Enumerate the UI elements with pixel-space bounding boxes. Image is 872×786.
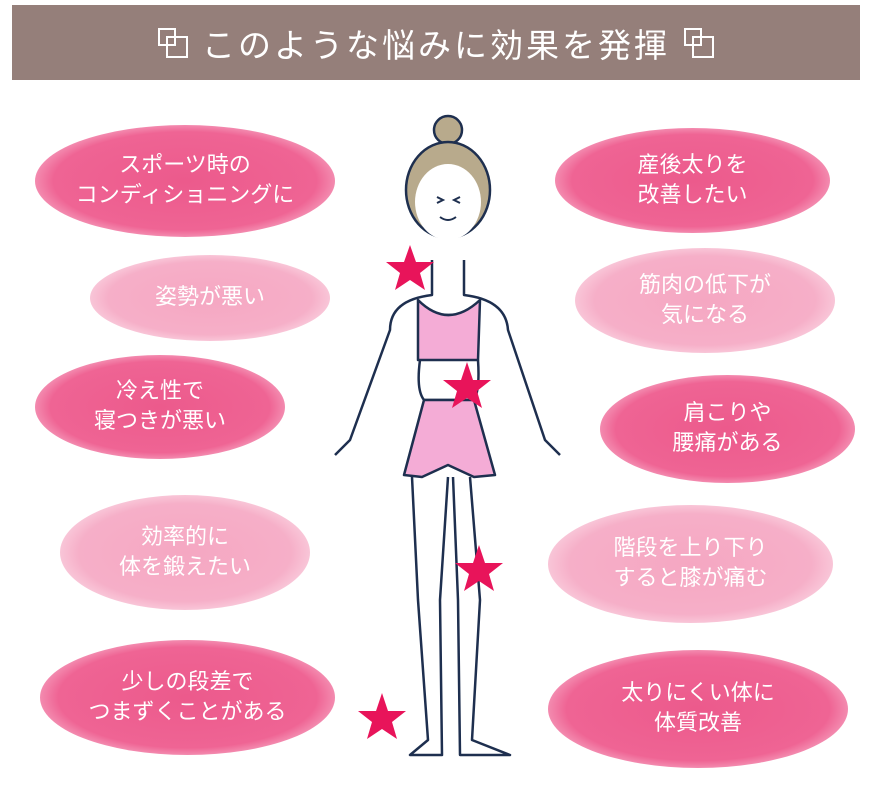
oval-text: 肩こりや xyxy=(683,401,772,427)
oval-text: 階段を上り下り xyxy=(613,536,768,562)
concern-oval: 少しの段差でつまずくことがある xyxy=(40,640,335,755)
oval-text: 産後太りを xyxy=(637,152,748,178)
concern-oval: 階段を上り下りすると膝が痛む xyxy=(548,505,833,623)
oval-text: 体質改善 xyxy=(653,711,742,736)
page-title: このような悩みに効果を発揮 xyxy=(202,25,670,65)
concern-oval: 姿勢が悪い xyxy=(90,255,330,341)
concern-oval: スポーツ時のコンディショニングに xyxy=(35,125,335,237)
oval-text: つまずくことがある xyxy=(88,699,287,725)
oval-text: 少しの段差で xyxy=(121,669,254,695)
title-banner: このような悩みに効果を発揮 xyxy=(12,5,860,80)
oval-text: 筋肉の低下が xyxy=(638,272,771,298)
concern-oval: 効率的に体を鍛えたい xyxy=(60,495,310,610)
oval-text: コンディショニングに xyxy=(75,183,295,208)
oval-text: すると膝が痛む xyxy=(613,566,768,591)
oval-text: スポーツ時の xyxy=(119,153,251,179)
square-deco-icon xyxy=(158,27,188,58)
woman-figure-illustration xyxy=(334,114,561,757)
oval-text: 冷え性で xyxy=(115,379,204,405)
concern-oval: 肩こりや腰痛がある xyxy=(600,375,855,483)
oval-text: 改善したい xyxy=(637,182,748,208)
concern-oval: 筋肉の低下が気になる xyxy=(575,248,835,353)
concern-oval: 産後太りを改善したい xyxy=(555,128,830,233)
oval-text: 効率的に xyxy=(140,524,229,550)
concern-oval: 冷え性で寝つきが悪い xyxy=(35,355,285,459)
concern-oval: 太りにくい体に体質改善 xyxy=(548,650,848,768)
oval-text: 姿勢が悪い xyxy=(154,285,265,311)
oval-text: 体を鍛えたい xyxy=(118,554,251,580)
oval-text: 気になる xyxy=(660,302,749,328)
oval-text: 太りにくい体に xyxy=(621,681,775,707)
oval-text: 寝つきが悪い xyxy=(93,409,226,434)
oval-text: 腰痛がある xyxy=(672,431,783,456)
square-deco-icon xyxy=(684,27,714,58)
